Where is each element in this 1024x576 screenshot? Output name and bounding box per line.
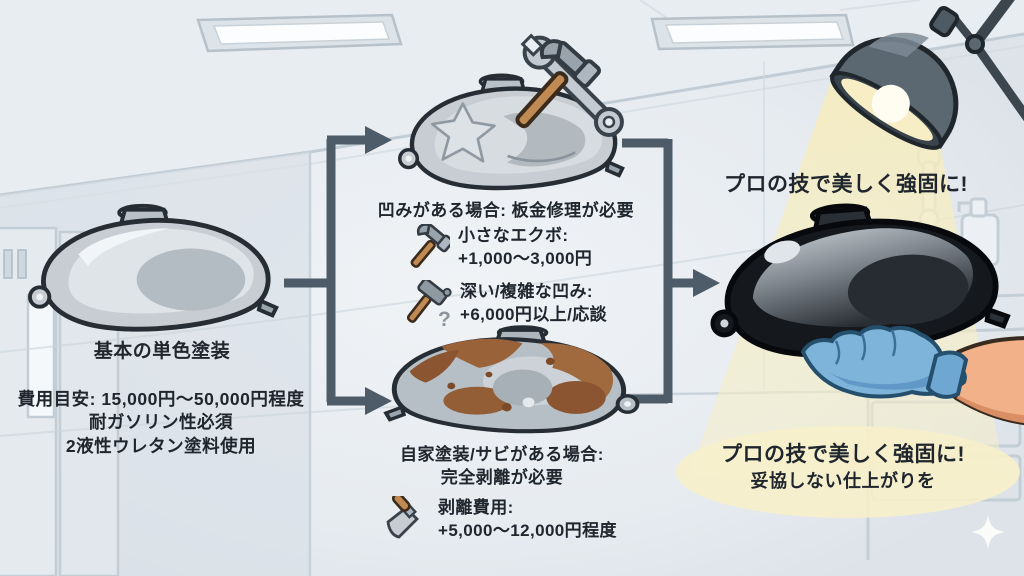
arrow-to-rust [365,387,392,415]
strip-item-label: 剥離費用: [438,498,514,517]
base-silver-tank [28,203,279,332]
star-dent [430,102,496,163]
glove-cuff [925,350,969,399]
question-mark: ? [438,308,451,330]
strip-item-price: +5,000〜12,000円程度 [438,521,617,541]
rusty-tank [383,325,640,434]
fluorescent-light-right [650,13,855,51]
finished-black-tank [710,203,1011,358]
dent-item-deep: ? 深い/複雑な凹み: +6,000円以上/応談 [406,280,607,330]
cost-line-1: 費用目安: 15,000円〜50,000円程度 [17,389,305,409]
strip-heading-line2: 完全剥離が必要 [440,467,564,487]
sparkle-icon [971,515,1005,549]
dent-item-small-price: +1,000〜3,000円 [458,249,593,269]
light-glow [676,426,1020,518]
work-lamp-icon [829,0,1024,150]
dent-item-deep-label: 深い/複雑な凹み: [460,282,593,301]
cost-line-2: 耐ガソリン性必須 [89,412,233,433]
cost-line-3: 2液性ウレタン塗料使用 [65,435,257,456]
dented-tank [398,73,625,191]
dent-item-small-label: 小さなエクボ: [458,226,569,245]
strip-item: 剥離費用: +5,000〜12,000円程度 [384,496,617,544]
fluorescent-light-left [196,13,403,53]
hammer-wrench-crossed-icon [515,33,624,137]
dent-item-small: 小さなエクボ: +1,000〜3,000円 [408,224,592,271]
result-tagline: 妥協しない仕上がりを [750,471,936,491]
base-option-label: 基本の単色塗装 [93,341,231,362]
mallet-icon: ? [406,280,452,330]
result-headline-top: プロの技で美しく強固に! [724,173,968,196]
scraper-icon [386,496,419,539]
base-cost-block: 費用目安: 15,000円〜50,000円程度 耐ガソリン性必須 2液性ウレタン… [0,388,322,458]
dent-heading: 凹みがある場合: 板金修理が必要 [377,201,635,220]
claw-hammer-icon [410,224,450,268]
strip-heading: 自家塗装/サビがある場合: 完全剥離が必要 [352,444,652,490]
gloved-hand [800,325,1024,426]
dent-item-deep-price: +6,000円以上/応談 [460,305,607,325]
arrow-to-result [693,269,720,297]
rust-patches [409,338,614,415]
arrow-to-dent [365,126,392,154]
result-headline-bottom: プロの技で美しく強固に! [721,443,965,466]
strip-heading-line1: 自家塗装/サビがある場合: [400,445,604,464]
